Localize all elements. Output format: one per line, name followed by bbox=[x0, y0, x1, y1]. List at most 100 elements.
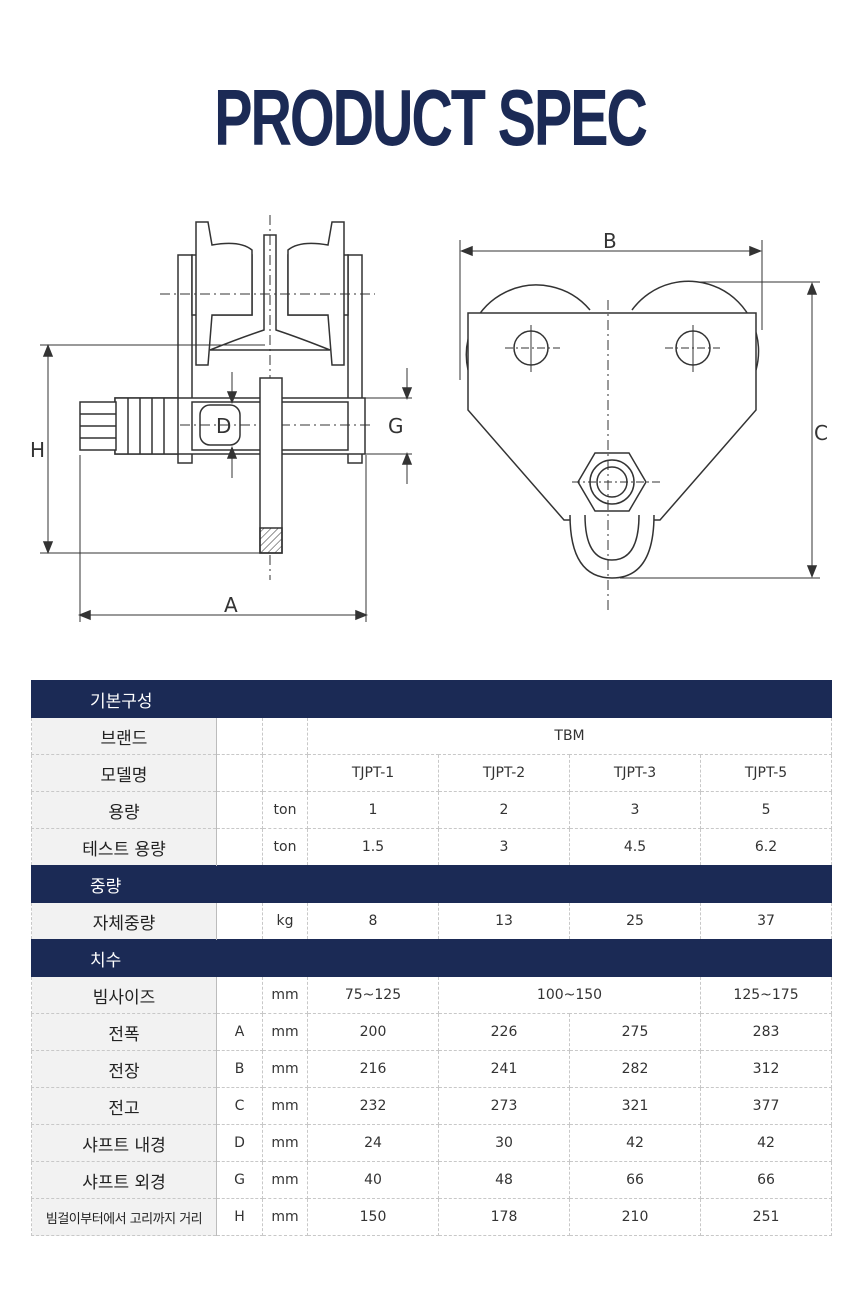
label-g: G bbox=[388, 414, 404, 438]
cell: 321 bbox=[569, 1087, 701, 1125]
symbol-cell: B bbox=[216, 1050, 263, 1088]
section-row: 중량 bbox=[30, 865, 833, 903]
page-title: PRODUCT SPEC bbox=[214, 73, 648, 162]
cell: 178 bbox=[438, 1198, 570, 1236]
cell: 42 bbox=[699, 1124, 833, 1162]
cell: 5 bbox=[699, 791, 833, 829]
label-c: C bbox=[814, 421, 828, 445]
cell: 4.5 bbox=[569, 828, 701, 866]
cell: 66 bbox=[699, 1161, 833, 1199]
cell: 66 bbox=[569, 1161, 701, 1199]
cell: TJPT-2 bbox=[438, 754, 570, 792]
row-label: 빔사이즈 bbox=[31, 976, 217, 1014]
cell: 2 bbox=[438, 791, 570, 829]
symbol-cell: H bbox=[216, 1198, 263, 1236]
table-row: 전폭 A mm 200 226 275 283 bbox=[31, 1013, 833, 1051]
symbol-cell: G bbox=[216, 1161, 263, 1199]
cell: 377 bbox=[699, 1087, 833, 1125]
cell: 42 bbox=[569, 1124, 701, 1162]
cell: TJPT-1 bbox=[307, 754, 439, 792]
unit-cell: mm bbox=[262, 1161, 308, 1199]
cell: 125~175 bbox=[699, 976, 833, 1014]
cell: 3 bbox=[438, 828, 570, 866]
unit-cell: mm bbox=[262, 1198, 308, 1236]
cell: 100~150 bbox=[438, 976, 701, 1014]
row-label: 전장 bbox=[31, 1050, 217, 1088]
table-row: 브랜드 TBM bbox=[31, 717, 833, 755]
table-row: 빔사이즈 mm 75~125 100~150 125~175 bbox=[31, 976, 833, 1014]
spec-table: 기본구성 브랜드 TBM 모델명 TJPT-1 TJPT-2 TJPT-3 TJ… bbox=[30, 680, 833, 1236]
cell: 75~125 bbox=[307, 976, 439, 1014]
section-basic: 기본구성 bbox=[30, 680, 833, 718]
unit-cell: mm bbox=[262, 1050, 308, 1088]
row-label: 전고 bbox=[31, 1087, 217, 1125]
front-view bbox=[459, 240, 820, 614]
unit-cell: mm bbox=[262, 1013, 308, 1051]
table-row: 전고 C mm 232 273 321 377 bbox=[31, 1087, 833, 1125]
row-label: 샤프트 외경 bbox=[31, 1161, 217, 1199]
table-row: 샤프트 내경 D mm 24 30 42 42 bbox=[31, 1124, 833, 1162]
table-row: 모델명 TJPT-1 TJPT-2 TJPT-3 TJPT-5 bbox=[31, 754, 833, 792]
cell: 6.2 bbox=[699, 828, 833, 866]
label-b: B bbox=[603, 229, 617, 253]
cell: 210 bbox=[569, 1198, 701, 1236]
section-weight: 중량 bbox=[30, 865, 833, 903]
row-label: 용량 bbox=[31, 791, 217, 829]
unit-cell: kg bbox=[262, 902, 308, 940]
cell: 25 bbox=[569, 902, 701, 940]
table-row: 샤프트 외경 G mm 40 48 66 66 bbox=[31, 1161, 833, 1199]
cell: 1.5 bbox=[307, 828, 439, 866]
row-label: 전폭 bbox=[31, 1013, 217, 1051]
unit-cell: mm bbox=[262, 1124, 308, 1162]
cell: TJPT-3 bbox=[569, 754, 701, 792]
section-row: 치수 bbox=[30, 939, 833, 977]
table-row: 빔걸이부터에서 고리까지 거리 H mm 150 178 210 251 bbox=[31, 1198, 833, 1236]
product-diagram: A B C D G H bbox=[30, 215, 828, 622]
row-label: 테스트 용량 bbox=[31, 828, 217, 866]
cell: 40 bbox=[307, 1161, 439, 1199]
row-label: 빔걸이부터에서 고리까지 거리 bbox=[31, 1198, 217, 1236]
unit-cell: ton bbox=[262, 828, 308, 866]
symbol-cell: D bbox=[216, 1124, 263, 1162]
table-row: 전장 B mm 216 241 282 312 bbox=[31, 1050, 833, 1088]
row-label: 샤프트 내경 bbox=[31, 1124, 217, 1162]
unit-cell: mm bbox=[262, 1087, 308, 1125]
table-row: 테스트 용량 ton 1.5 3 4.5 6.2 bbox=[31, 828, 833, 866]
cell: 3 bbox=[569, 791, 701, 829]
cell: TJPT-5 bbox=[699, 754, 833, 792]
cell: 282 bbox=[569, 1050, 701, 1088]
cell: 8 bbox=[307, 902, 439, 940]
section-row: 기본구성 bbox=[30, 680, 833, 718]
cell: 241 bbox=[438, 1050, 570, 1088]
section-dims: 치수 bbox=[30, 939, 833, 977]
cell: TBM bbox=[306, 717, 833, 755]
cell: 226 bbox=[438, 1013, 570, 1051]
table-row: 용량 ton 1 2 3 5 bbox=[31, 791, 833, 829]
row-label: 모델명 bbox=[31, 754, 217, 792]
side-view bbox=[40, 215, 413, 622]
symbol-cell: A bbox=[216, 1013, 263, 1051]
cell: 275 bbox=[569, 1013, 701, 1051]
cell: 200 bbox=[307, 1013, 439, 1051]
cell: 312 bbox=[699, 1050, 833, 1088]
cell: 30 bbox=[438, 1124, 570, 1162]
label-a: A bbox=[224, 593, 238, 617]
cell: 251 bbox=[699, 1198, 833, 1236]
unit-cell: ton bbox=[262, 791, 308, 829]
label-d: D bbox=[216, 414, 231, 438]
cell: 232 bbox=[307, 1087, 439, 1125]
cell: 37 bbox=[699, 902, 833, 940]
row-label: 자체중량 bbox=[31, 902, 217, 940]
cell: 283 bbox=[699, 1013, 833, 1051]
row-label: 브랜드 bbox=[31, 717, 217, 755]
symbol-cell: C bbox=[216, 1087, 263, 1125]
cell: 216 bbox=[307, 1050, 439, 1088]
cell: 13 bbox=[438, 902, 570, 940]
cell: 48 bbox=[438, 1161, 570, 1199]
cell: 150 bbox=[307, 1198, 439, 1236]
cell: 1 bbox=[307, 791, 439, 829]
unit-cell: mm bbox=[262, 976, 308, 1014]
label-h: H bbox=[30, 438, 45, 462]
cell: 24 bbox=[307, 1124, 439, 1162]
table-row: 자체중량 kg 8 13 25 37 bbox=[31, 902, 833, 940]
